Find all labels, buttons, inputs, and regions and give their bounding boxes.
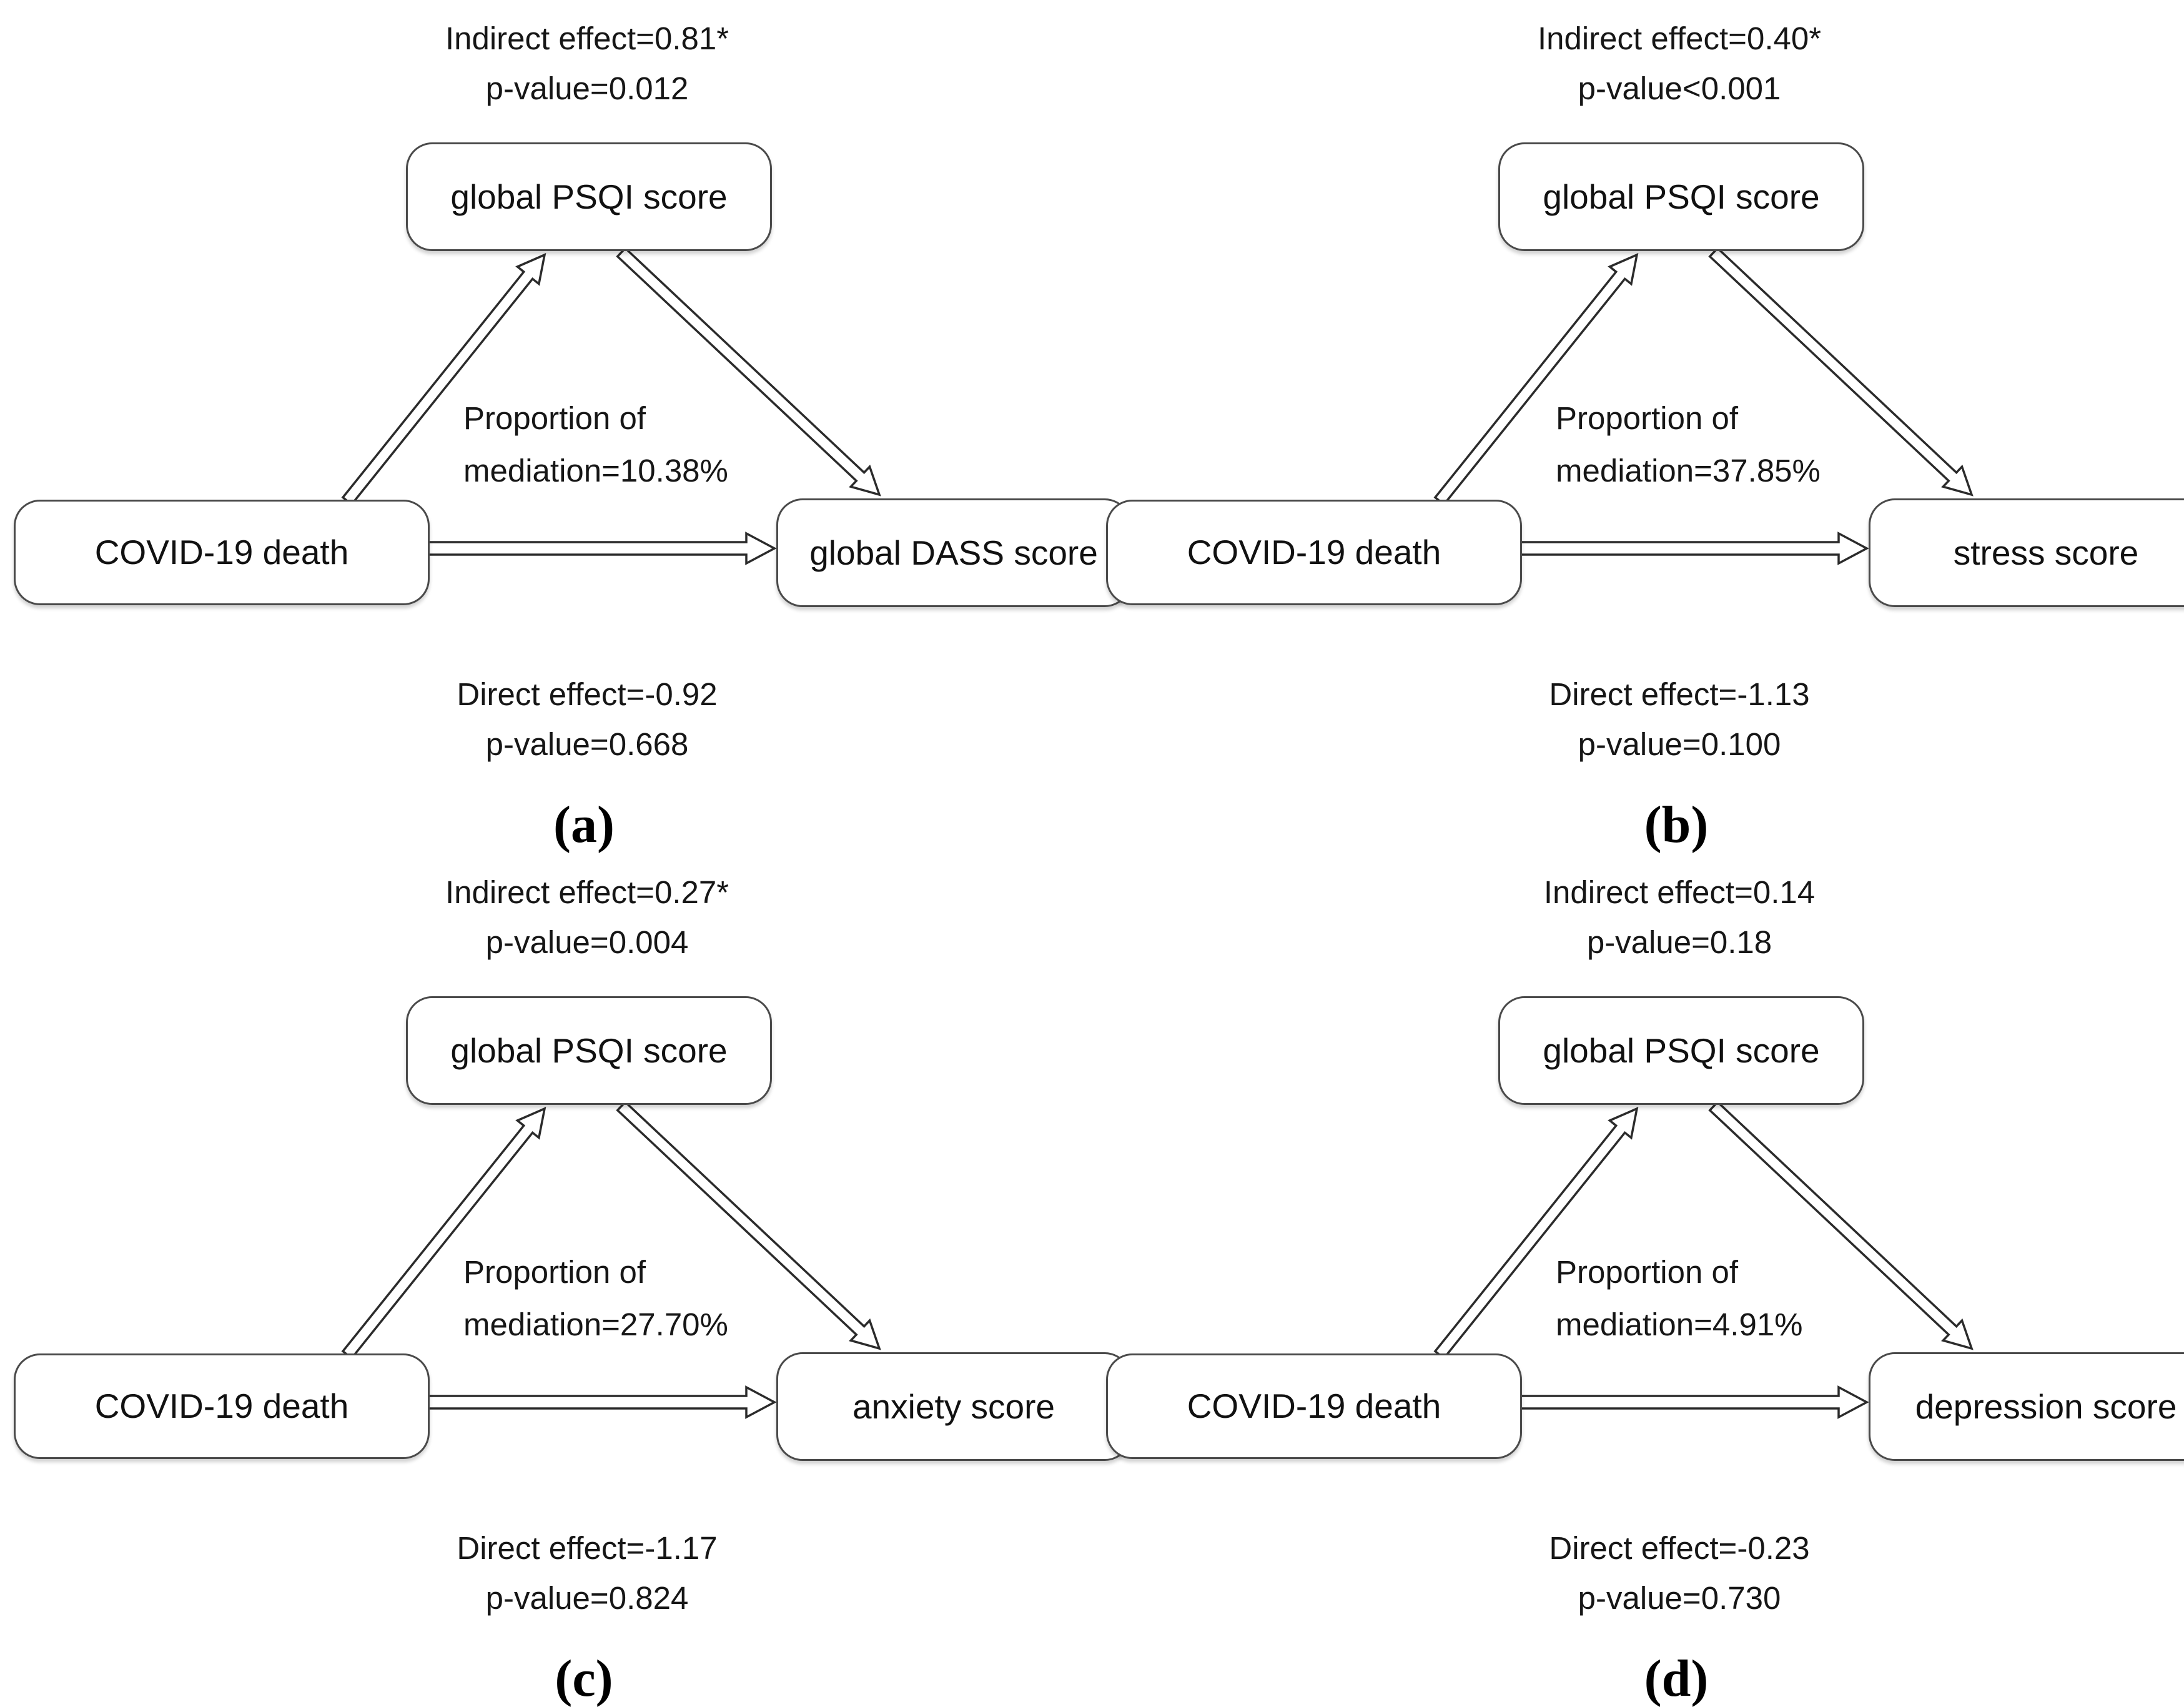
- indirect-effect-annotation: Indirect effect=0.81* p-value=0.012: [445, 14, 729, 114]
- arrow-mediator-to-outcome: [616, 1100, 881, 1350]
- indirect-effect-pvalue: p-value<0.001: [1578, 71, 1781, 106]
- direct-effect-annotation: Direct effect=-0.23 p-value=0.730: [1549, 1523, 1809, 1623]
- proportion-of-mediation-annotation: Proportion of mediation=27.70%: [463, 1246, 728, 1351]
- proportion-of-mediation-annotation: Proportion of mediation=37.85%: [1556, 392, 1821, 497]
- direct-effect-pvalue: p-value=0.730: [1578, 1580, 1781, 1616]
- proportion-line2: mediation=27.70%: [463, 1307, 728, 1342]
- panel-label-c: (c): [555, 1650, 613, 1707]
- direct-effect-pvalue: p-value=0.824: [485, 1580, 689, 1616]
- indirect-effect-value: Indirect effect=0.40*: [1537, 21, 1822, 56]
- direct-effect-value: Direct effect=-1.13: [1549, 676, 1810, 712]
- arrow-mediator-to-outcome: [1708, 246, 1974, 497]
- indirect-effect-annotation: Indirect effect=0.40* p-value<0.001: [1538, 14, 1821, 114]
- indirect-effect-annotation: Indirect effect=0.14 p-value=0.18: [1544, 868, 1815, 967]
- arrow-predictor-to-outcome: [1519, 532, 1869, 565]
- indirect-effect-value: Indirect effect=0.81*: [445, 21, 729, 56]
- arrows-layer: [341, 246, 881, 565]
- arrows-layer: [1433, 1100, 1974, 1419]
- arrows-layer: [1433, 246, 1974, 565]
- proportion-line2: mediation=37.85%: [1556, 453, 1821, 488]
- proportion-line1: Proportion of: [463, 1254, 646, 1290]
- indirect-effect-pvalue: p-value=0.012: [485, 71, 689, 106]
- predictor-node: COVID-19 death: [1106, 500, 1522, 605]
- mediator-node: global PSQI score: [1498, 996, 1864, 1105]
- arrow-predictor-to-outcome: [1519, 1385, 1869, 1419]
- arrow-predictor-to-outcome: [427, 1385, 777, 1419]
- arrow-mediator-to-outcome: [616, 246, 881, 497]
- direct-effect-pvalue: p-value=0.668: [485, 726, 689, 762]
- mediator-node: global PSQI score: [1498, 142, 1864, 251]
- proportion-line1: Proportion of: [1556, 1254, 1739, 1290]
- proportion-line1: Proportion of: [1556, 400, 1739, 436]
- direct-effect-value: Direct effect=-0.92: [457, 676, 718, 712]
- outcome-node: depression score: [1869, 1352, 2184, 1461]
- mediation-diagram-panel-d: Indirect effect=0.14 p-value=0.18 global…: [1092, 854, 2184, 1707]
- direct-effect-annotation: Direct effect=-1.13 p-value=0.100: [1549, 670, 1809, 769]
- mediator-node: global PSQI score: [406, 142, 772, 251]
- panel-label-a: (a): [553, 796, 615, 854]
- direct-effect-annotation: Direct effect=-1.17 p-value=0.824: [457, 1523, 717, 1623]
- direct-effect-value: Direct effect=-1.17: [457, 1530, 718, 1566]
- indirect-effect-pvalue: p-value=0.004: [485, 924, 689, 960]
- arrow-predictor-to-outcome: [427, 532, 777, 565]
- mediation-diagram-panel-a: Indirect effect=0.81* p-value=0.012 glob…: [0, 0, 1131, 854]
- arrows-layer: [341, 1100, 881, 1419]
- indirect-effect-annotation: Indirect effect=0.27* p-value=0.004: [445, 868, 729, 967]
- panel-label-b: (b): [1644, 796, 1709, 854]
- proportion-of-mediation-annotation: Proportion of mediation=10.38%: [463, 392, 728, 497]
- mediator-node: global PSQI score: [406, 996, 772, 1105]
- predictor-node: COVID-19 death: [14, 500, 430, 605]
- arrow-predictor-to-mediator: [1433, 1107, 1639, 1360]
- mediation-diagram-panel-b: Indirect effect=0.40* p-value<0.001 glob…: [1092, 0, 2184, 854]
- outcome-node: stress score: [1869, 498, 2184, 607]
- predictor-node: COVID-19 death: [1106, 1353, 1522, 1459]
- indirect-effect-value: Indirect effect=0.27*: [445, 874, 729, 910]
- indirect-effect-value: Indirect effect=0.14: [1543, 874, 1816, 910]
- arrow-mediator-to-outcome: [1708, 1100, 1974, 1350]
- mediation-diagram-panel-c: Indirect effect=0.27* p-value=0.004 glob…: [0, 854, 1131, 1707]
- predictor-node: COVID-19 death: [14, 1353, 430, 1459]
- panel-label-d: (d): [1644, 1650, 1709, 1707]
- direct-effect-annotation: Direct effect=-0.92 p-value=0.668: [457, 670, 717, 769]
- arrow-predictor-to-mediator: [341, 253, 546, 507]
- outcome-node: anxiety score: [776, 1352, 1131, 1461]
- proportion-line2: mediation=10.38%: [463, 453, 728, 488]
- proportion-of-mediation-annotation: Proportion of mediation=4.91%: [1556, 1246, 1803, 1351]
- outcome-node: global DASS score: [776, 498, 1131, 607]
- direct-effect-value: Direct effect=-0.23: [1549, 1530, 1810, 1566]
- proportion-line1: Proportion of: [463, 400, 646, 436]
- indirect-effect-pvalue: p-value=0.18: [1586, 924, 1772, 960]
- arrow-predictor-to-mediator: [1433, 253, 1639, 507]
- direct-effect-pvalue: p-value=0.100: [1578, 726, 1781, 762]
- arrow-predictor-to-mediator: [341, 1107, 546, 1360]
- proportion-line2: mediation=4.91%: [1556, 1307, 1803, 1342]
